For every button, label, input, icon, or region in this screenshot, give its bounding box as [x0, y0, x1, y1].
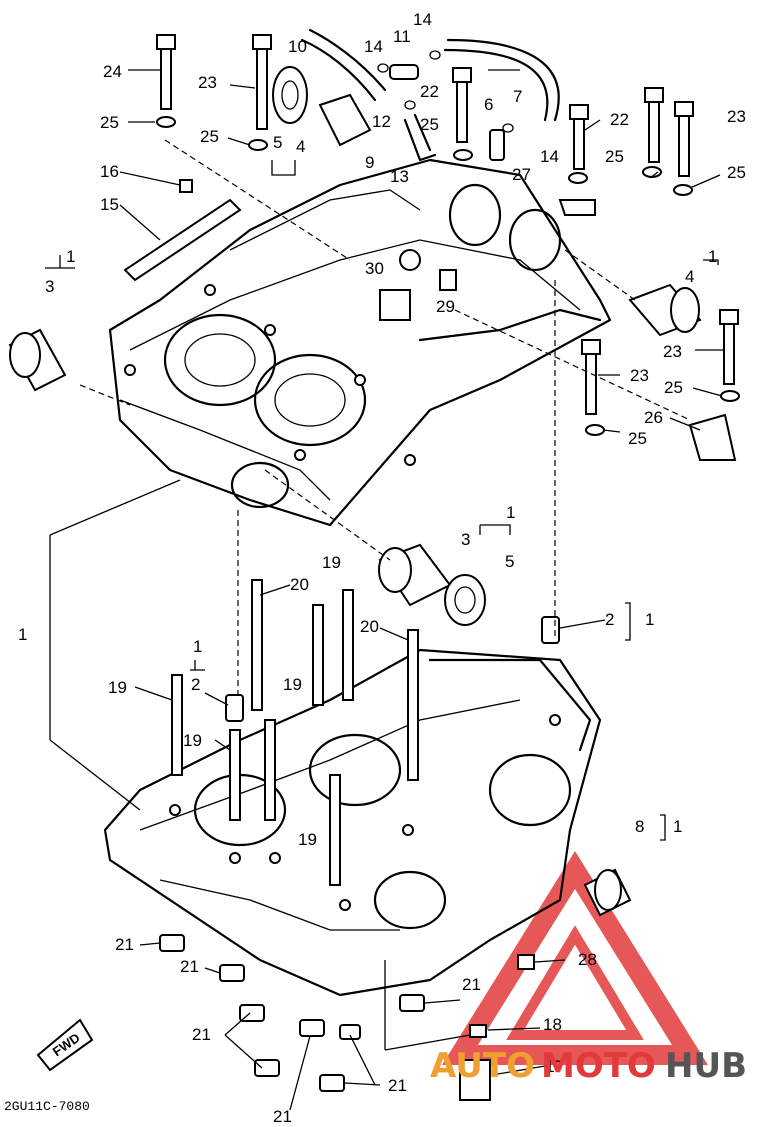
callout-19-bottom: 19: [298, 830, 317, 849]
callout-13: 13: [390, 167, 409, 186]
diagram-code: 2GU11C-7080: [4, 1099, 90, 1114]
callout-11: 11: [393, 27, 411, 46]
callout-15: 15: [100, 195, 119, 214]
misc-parts: [36, 179, 737, 1101]
callout-26: 26: [644, 408, 663, 427]
callout-25-second: 25: [200, 127, 219, 146]
callout-27: 27: [512, 165, 531, 184]
callout-23-right-a: 23: [663, 342, 682, 361]
callout-29: 29: [436, 297, 455, 316]
callout-22-a: 22: [420, 82, 439, 101]
hoses: [300, 28, 560, 162]
callout-19-mid: 19: [283, 675, 302, 694]
callout-28: 28: [578, 950, 597, 969]
callout-20-b: 20: [360, 617, 379, 636]
callout-1-bearing-mid: 1: [506, 503, 515, 522]
bearings: [8, 66, 702, 917]
callout-4-top: 4: [296, 137, 305, 156]
callout-2-left: 2: [191, 675, 200, 694]
watermark-text-auto: AUTO: [430, 1046, 535, 1086]
watermark-text-hub: HUB: [665, 1046, 747, 1086]
watermark-logo: [442, 851, 708, 1065]
callout-25-right-a: 25: [605, 147, 624, 166]
callout-1-left: 1: [18, 625, 27, 644]
callout-14-c: 14: [540, 147, 559, 166]
callout-21-c: 21: [462, 975, 481, 994]
callout-8: 8: [635, 817, 644, 836]
callout-25-right-b: 25: [727, 163, 746, 182]
callout-12: 12: [372, 112, 391, 131]
callout-1-small: 1: [193, 637, 202, 656]
callout-4-right: 4: [685, 267, 694, 286]
callout-18: 18: [543, 1015, 562, 1034]
callout-19-left: 19: [108, 678, 127, 697]
callout-22-b: 22: [610, 110, 629, 129]
callout-23-right-b: 23: [630, 366, 649, 385]
callout-1-right-low: 1: [673, 817, 682, 836]
callout-5-top: 5: [273, 133, 282, 152]
callout-1-right-mid: 1: [645, 610, 654, 629]
callout-21-f: 21: [273, 1107, 292, 1126]
callout-6: 6: [484, 95, 493, 114]
callout-labels: 1 3 24 23 25 25 5 4 16 15 10 14 11 14 12…: [18, 10, 746, 1126]
callout-20-a: 20: [290, 575, 309, 594]
callout-25-top-left: 25: [100, 113, 119, 132]
lower-crankcase: [103, 648, 602, 997]
callout-14-a: 14: [364, 37, 383, 56]
callout-21-e: 21: [388, 1076, 407, 1095]
callout-21-a: 21: [115, 935, 134, 954]
callout-19-lower: 19: [183, 731, 202, 750]
nuts: [159, 934, 425, 1092]
callout-3-left: 3: [45, 277, 54, 296]
watermark-text-moto: MOTO: [541, 1046, 656, 1086]
callout-17: 17: [545, 1057, 564, 1076]
callout-10: 10: [288, 37, 307, 56]
watermark-triangle-icon: [442, 851, 708, 1065]
callout-19-top: 19: [322, 553, 341, 572]
callout-1-bearing-top: 1: [66, 247, 75, 266]
callout-1-right-top: 1: [708, 247, 717, 266]
callout-24: 24: [103, 62, 122, 81]
callout-21-d: 21: [192, 1025, 211, 1044]
callout-21-b: 21: [180, 957, 199, 976]
leader-lines: [45, 69, 725, 1111]
callout-5-mid: 5: [505, 552, 514, 571]
upper-crankcase: [108, 158, 612, 527]
callout-23-top-left: 23: [198, 73, 217, 92]
callout-16: 16: [100, 162, 119, 181]
studs: [171, 579, 419, 886]
callout-9: 9: [365, 153, 374, 172]
callout-3-mid: 3: [461, 530, 470, 549]
callout-23-top-right: 23: [727, 107, 746, 126]
callout-25-mid: 25: [420, 115, 439, 134]
callout-14-b: 14: [413, 10, 432, 29]
callout-2-right: 2: [605, 610, 614, 629]
watermark-text: AUTO MOTO HUB: [430, 1046, 747, 1086]
dowel-pins: [225, 616, 560, 722]
callout-7: 7: [513, 87, 522, 106]
bolts: [156, 34, 739, 415]
callout-25-right-d: 25: [628, 429, 647, 448]
callout-25-right-c: 25: [664, 378, 683, 397]
callout-30: 30: [365, 259, 384, 278]
